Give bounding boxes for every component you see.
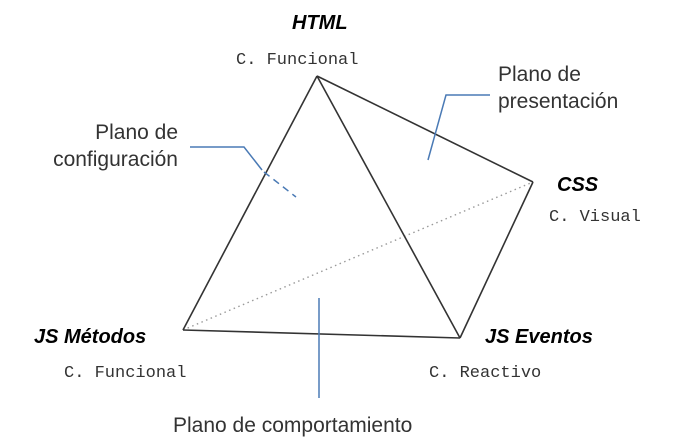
vertex-css-name: CSS bbox=[557, 174, 599, 196]
plane-configuracion-line1: Plano de bbox=[95, 121, 178, 144]
leader-line-presentacion bbox=[427, 94, 490, 161]
vertex-js-eventos-name: JS Eventos bbox=[485, 326, 593, 348]
edge-html-js-eventos bbox=[316, 75, 461, 339]
vertex-html-name: HTML bbox=[292, 12, 348, 34]
plane-presentacion-line2: presentación bbox=[498, 90, 618, 113]
plane-presentacion-line1: Plano de bbox=[498, 63, 581, 86]
vertex-js-metodos-role: C. Funcional bbox=[64, 364, 186, 383]
edge-css-js-eventos bbox=[459, 181, 534, 339]
edge-html-js-metodos bbox=[182, 75, 318, 331]
vertex-js-metodos-name: JS Métodos bbox=[34, 326, 146, 348]
plane-configuracion-line2: configuración bbox=[53, 148, 178, 171]
edge-html-css bbox=[316, 75, 534, 183]
leader-line-configuracion-hidden bbox=[263, 171, 297, 198]
edge-js-metodos-js-eventos bbox=[182, 329, 461, 339]
edge-js-metodos-css-hidden bbox=[182, 181, 534, 331]
vertex-html-role: C. Funcional bbox=[236, 51, 358, 70]
leader-line-configuracion bbox=[190, 146, 263, 171]
vertex-css-role: C. Visual bbox=[549, 208, 641, 227]
plane-comportamiento-label: Plano de comportamiento bbox=[173, 414, 412, 437]
vertex-js-eventos-role: C. Reactivo bbox=[429, 364, 541, 383]
